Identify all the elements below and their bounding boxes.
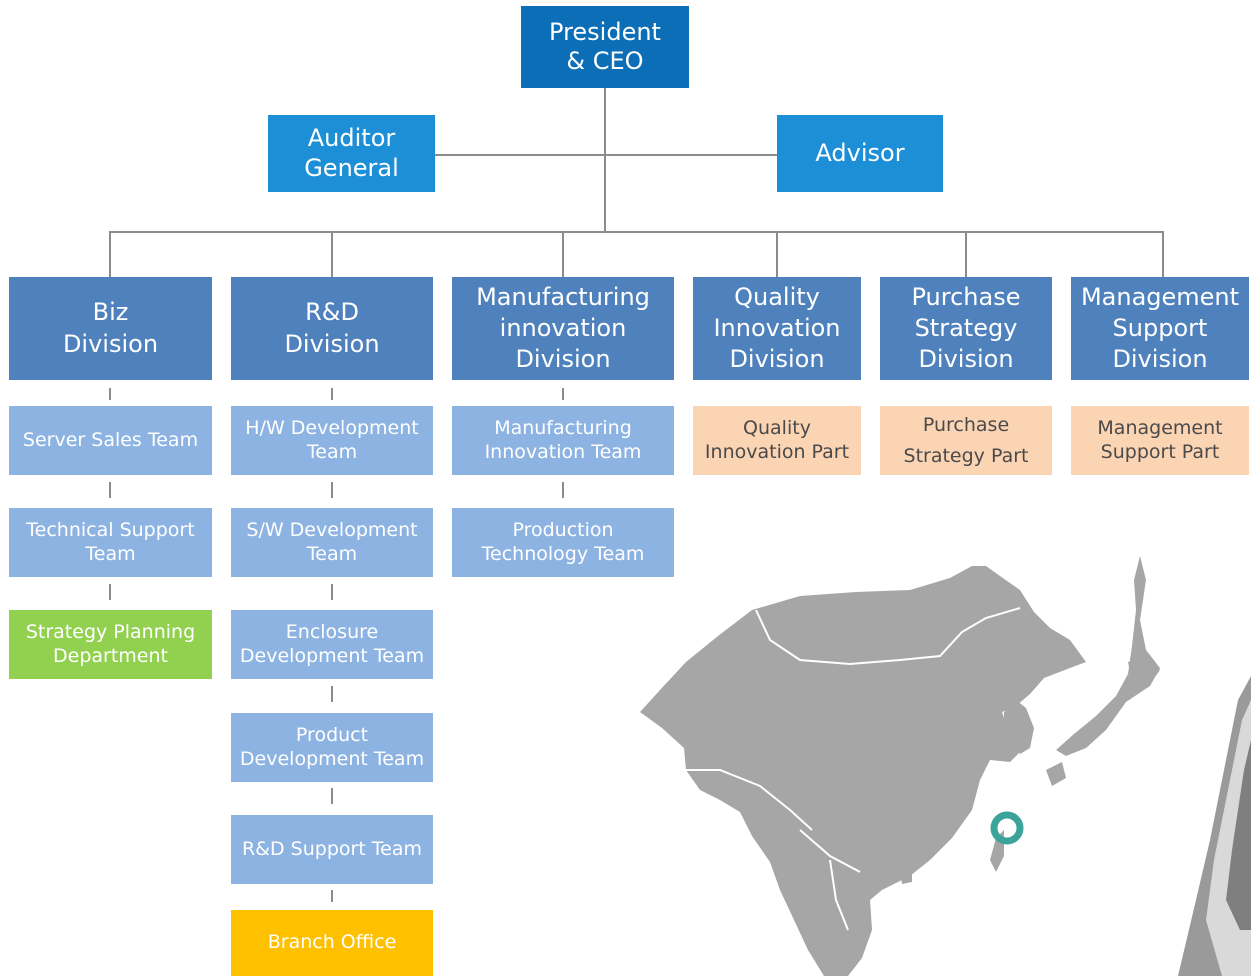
connector [331,686,333,702]
team-enclosure-development: Enclosure Development Team [231,610,433,679]
japan-shape [1056,556,1160,756]
auditor-general-box: Auditor General [268,115,435,192]
division-rnd: R&D Division [231,277,433,380]
dept-strategy-planning: Strategy Planning Department [9,610,212,679]
connector [331,388,333,400]
division-purchase: Purchase Strategy Division [880,277,1052,380]
connector [562,388,564,400]
team-hw-development: H/W Development Team [231,406,433,475]
location-ring-icon [990,811,1024,845]
division-management: Management Support Division [1071,277,1249,380]
team-rnd-support: R&D Support Team [231,815,433,884]
branch-office: Branch Office [231,910,433,976]
connector [604,88,606,233]
border-lines [686,607,1021,931]
kyushu-shape [1046,762,1066,786]
part-quality-innovation: Quality Innovation Part [693,406,861,475]
connector [331,482,333,498]
connector [435,154,777,156]
connector [109,231,1164,233]
ceo-box: President & CEO [521,6,689,88]
team-sw-development: S/W Development Team [231,508,433,577]
connector [562,231,564,277]
connector [562,482,564,498]
connector [109,584,111,600]
team-manufacturing-innovation: Manufacturing Innovation Team [452,406,674,475]
connector [331,231,333,277]
hokkaido-shape [1128,658,1160,684]
division-manufacturing: Manufacturing innovation Division [452,277,674,380]
connector [331,584,333,600]
team-server-sales: Server Sales Team [9,406,212,475]
hainan-shape [900,868,912,884]
connector [109,388,111,400]
connector [109,231,111,277]
team-product-development: Product Development Team [231,713,433,782]
team-technical-support: Technical Support Team [9,508,212,577]
team-production-technology: Production Technology Team [452,508,674,577]
division-biz: Biz Division [9,277,212,380]
connector [1162,231,1164,277]
mainland-shape [640,566,1086,976]
server-device-screen [1226,740,1251,930]
connector [965,231,967,277]
part-purchase-strategy: Purchase Strategy Part [880,406,1052,475]
connector [776,231,778,277]
connector [109,482,111,498]
connector [331,890,333,902]
division-quality: Quality Innovation Division [693,277,861,380]
part-management-support: Management Support Part [1071,406,1249,475]
advisor-box: Advisor [777,115,943,192]
korea-shape [1004,700,1034,754]
connector [331,788,333,804]
